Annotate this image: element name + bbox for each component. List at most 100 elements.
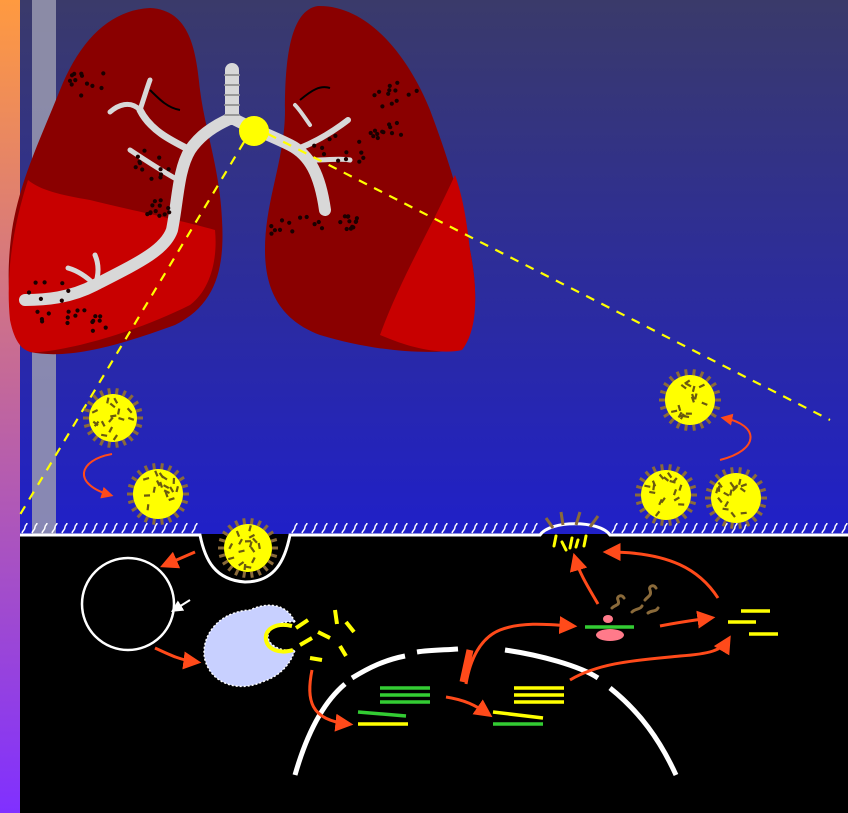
infection-dot xyxy=(70,73,74,77)
infection-dot xyxy=(343,214,347,218)
infection-dot xyxy=(104,326,108,330)
infection-dot xyxy=(154,209,158,213)
infection-dot xyxy=(388,125,392,129)
infection-dot xyxy=(70,82,74,86)
infection-dot xyxy=(101,71,105,75)
infection-dot xyxy=(79,72,83,76)
infection-dot xyxy=(73,314,77,318)
infection-dot xyxy=(336,159,340,163)
infection-dot xyxy=(312,144,316,148)
infection-dot xyxy=(380,130,384,134)
infection-dot xyxy=(407,93,411,97)
infection-dot xyxy=(298,216,302,220)
infection-dot xyxy=(357,140,361,144)
infection-dot xyxy=(387,88,391,92)
infection-dot xyxy=(60,281,64,285)
infection-dot xyxy=(338,220,342,224)
infection-dot xyxy=(273,228,277,232)
infection-dot xyxy=(35,310,39,314)
infection-dot xyxy=(344,150,348,154)
infection-dot xyxy=(90,84,94,88)
infection-dot xyxy=(167,167,171,171)
infection-dot xyxy=(91,329,95,333)
infection-dot xyxy=(328,137,332,141)
infection-dot xyxy=(278,228,282,232)
infection-dot xyxy=(67,310,71,314)
infection-dot xyxy=(60,299,64,303)
infection-dot xyxy=(287,221,291,225)
infection-dot xyxy=(269,232,273,236)
infection-dot xyxy=(317,220,321,224)
infection-dot xyxy=(166,206,170,210)
infection-dot xyxy=(415,89,419,93)
infection-dot xyxy=(354,219,358,223)
infection-dot xyxy=(399,133,403,137)
infection-dot xyxy=(157,214,161,218)
infection-dot xyxy=(98,319,102,323)
infection-dot xyxy=(66,289,70,293)
infection-dot xyxy=(73,78,77,82)
infection-dot xyxy=(376,136,380,140)
infection-dot xyxy=(344,157,348,161)
infection-dot xyxy=(357,160,361,164)
infection-dot xyxy=(390,131,394,135)
infection-dot xyxy=(347,219,351,223)
infection-dot xyxy=(320,226,324,230)
infection-dot xyxy=(359,151,363,155)
infection-dot xyxy=(361,156,365,160)
infection-dot xyxy=(369,131,373,135)
infection-dot xyxy=(47,311,51,315)
infection-dot xyxy=(79,93,83,97)
infection-dot xyxy=(93,314,97,318)
infection-dot xyxy=(137,160,141,164)
infection-dot xyxy=(82,308,86,312)
infection-dot xyxy=(395,81,399,85)
infection-dot xyxy=(68,79,72,83)
infection-dot xyxy=(85,82,89,86)
infection-dot xyxy=(386,92,390,96)
infection-dot xyxy=(163,212,167,216)
infection-dot xyxy=(377,90,381,94)
infection-dot xyxy=(320,146,324,150)
infection-dot xyxy=(40,319,44,323)
infection-dot xyxy=(149,177,153,181)
infection-site-marker xyxy=(239,116,269,146)
infection-dot xyxy=(159,198,163,202)
infection-dot xyxy=(313,222,317,226)
infection-dot xyxy=(290,229,294,233)
infection-dot xyxy=(136,155,140,159)
infection-dot xyxy=(349,227,353,231)
infection-dot xyxy=(372,93,376,97)
infection-dot xyxy=(75,308,79,312)
endosome-vesicle xyxy=(82,558,174,650)
infection-dot xyxy=(167,210,171,214)
infection-dot xyxy=(99,86,103,90)
infection-dot xyxy=(150,203,154,207)
infection-dot xyxy=(305,215,309,219)
infection-dot xyxy=(27,290,31,294)
infection-dot xyxy=(159,172,163,176)
infection-dot xyxy=(269,224,273,228)
infection-dot xyxy=(140,167,144,171)
infection-dot xyxy=(333,134,337,138)
infection-dot xyxy=(157,156,161,160)
infection-dot xyxy=(388,84,392,88)
infection-dot xyxy=(65,321,69,325)
infection-dot xyxy=(91,319,95,323)
infection-dot xyxy=(153,199,157,203)
infection-dot xyxy=(159,167,163,171)
infection-dot xyxy=(395,121,399,125)
infection-dot xyxy=(98,314,102,318)
infection-dot xyxy=(34,281,38,285)
infection-dot xyxy=(280,218,284,222)
infection-dot xyxy=(345,227,349,231)
infection-dot xyxy=(148,210,152,214)
left-gradient-bar xyxy=(0,0,20,813)
infection-dot xyxy=(158,204,162,208)
infection-dot xyxy=(322,152,326,156)
infection-dot xyxy=(375,132,379,136)
infection-dot xyxy=(395,99,399,103)
infection-dot xyxy=(393,88,397,92)
infection-dot xyxy=(66,315,70,319)
